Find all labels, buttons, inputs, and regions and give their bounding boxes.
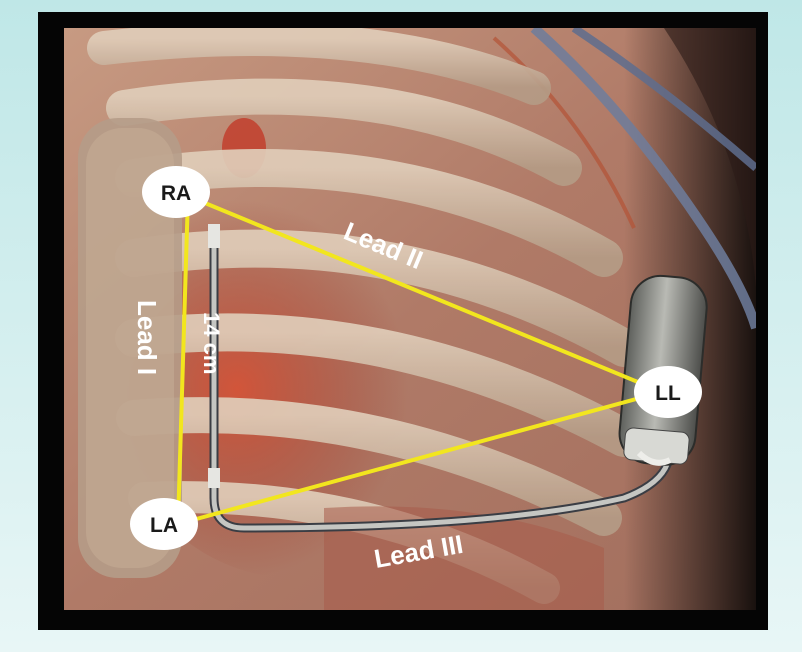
distance-label: 14 cm — [199, 312, 224, 374]
electrode-ra-label: RA — [161, 182, 191, 205]
lead-i-label: Lead I — [132, 300, 162, 375]
electrode-la-label: LA — [150, 514, 178, 537]
anatomy-diagram: Lead II Lead I Lead III 14 cm RA LA LL — [64, 28, 756, 610]
lead-electrode-proximal — [208, 468, 220, 488]
chest-illustration: Lead II Lead I Lead III 14 cm RA LA LL — [64, 28, 756, 610]
electrode-ra: RA — [142, 166, 210, 218]
electrode-ll-label: LL — [655, 382, 681, 405]
electrode-ll: LL — [634, 366, 702, 418]
lead-electrode-tip — [208, 224, 220, 248]
electrode-la: LA — [130, 498, 198, 550]
